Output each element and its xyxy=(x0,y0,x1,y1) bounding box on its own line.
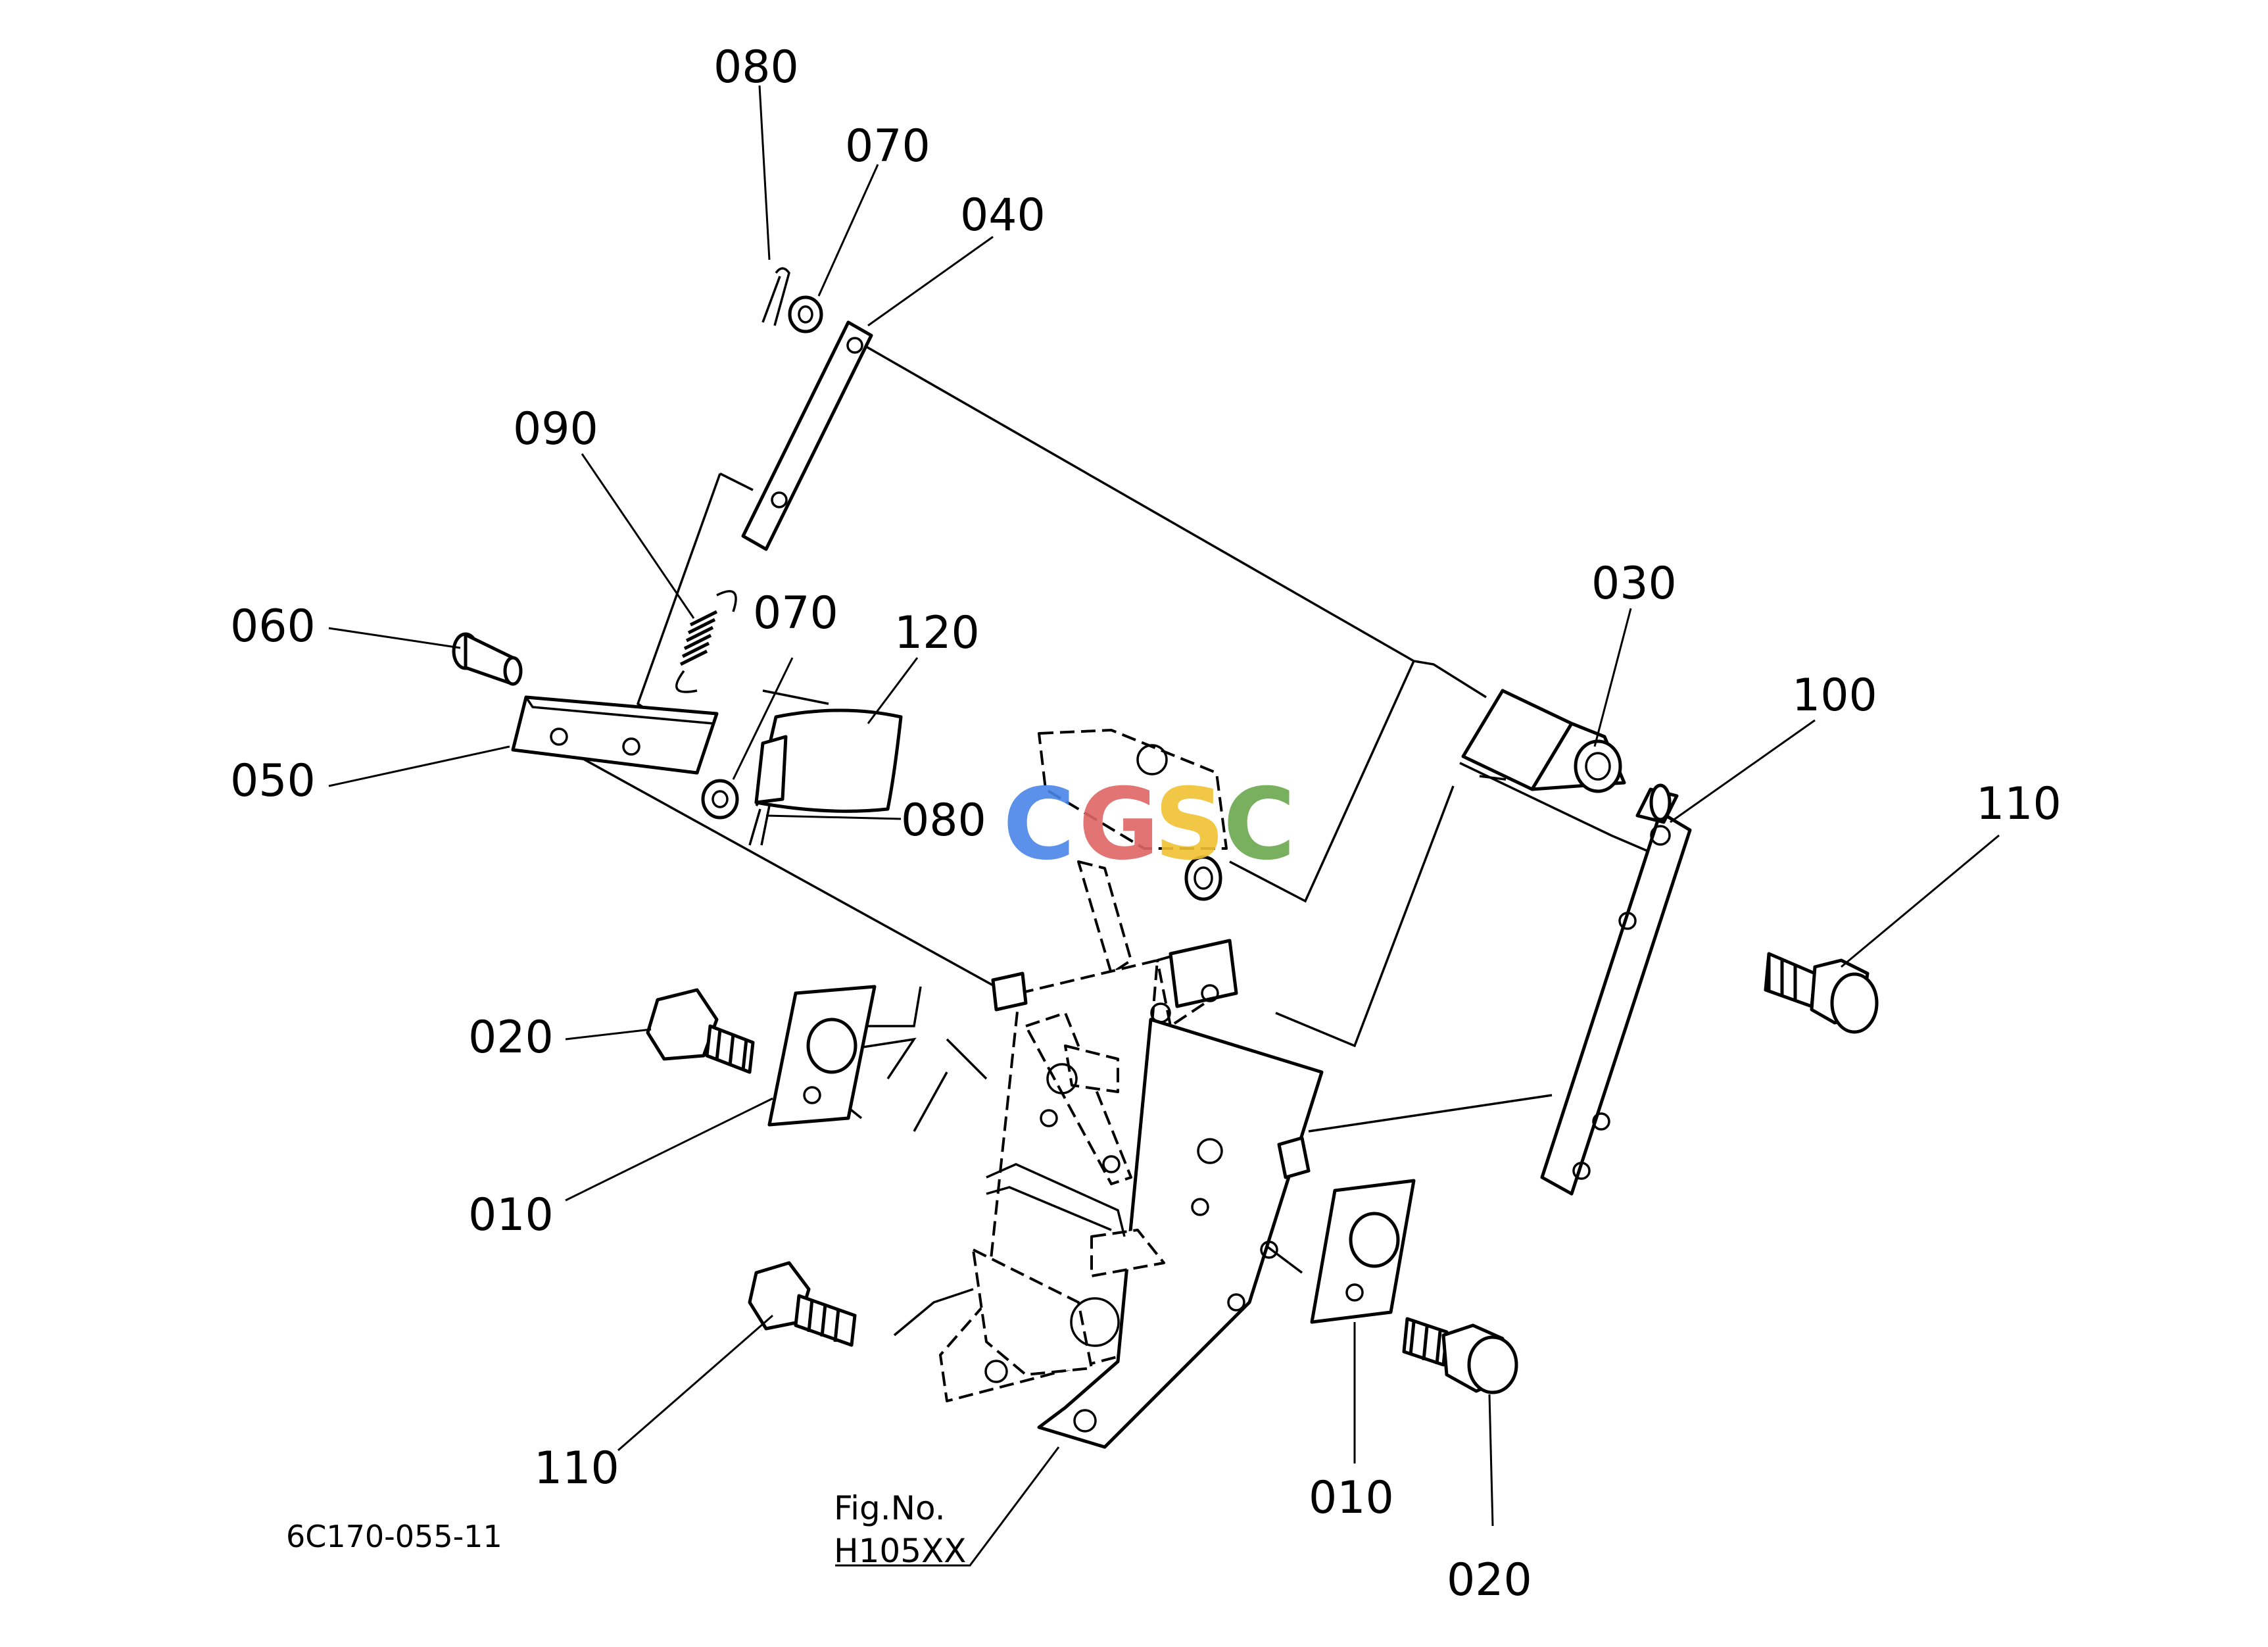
callout-100: 100 xyxy=(1792,670,1877,722)
lever-050 xyxy=(511,695,719,775)
callout-010-left: 010 xyxy=(468,1189,554,1241)
watermark-letter-1: C xyxy=(1003,768,1075,882)
figure-number: H105XX xyxy=(834,1532,967,1570)
cgsc-watermark-logo: C G S C xyxy=(1003,768,1295,882)
watermark-letter-4: C xyxy=(1223,768,1295,882)
leader-lines xyxy=(328,85,2000,1567)
bolt-020-left xyxy=(646,988,755,1074)
washer-070-middle xyxy=(701,779,739,820)
drawing-number: 6C170-055-11 xyxy=(286,1519,502,1554)
callout-020-right: 020 xyxy=(1447,1554,1532,1606)
callout-080-middle: 080 xyxy=(901,795,986,847)
cotter-pin-080-middle xyxy=(748,800,771,846)
callout-040: 040 xyxy=(960,189,1046,241)
callout-labels: 080 070 040 090 060 070 120 050 080 030 … xyxy=(230,41,2062,1606)
callout-050: 050 xyxy=(230,755,316,807)
bolt-020-right xyxy=(1402,1317,1518,1394)
figure-label: Fig.No. xyxy=(834,1489,946,1527)
plate-010-left xyxy=(767,985,877,1127)
callout-120: 120 xyxy=(894,607,980,659)
pin-060 xyxy=(452,632,523,686)
cotter-pin-080-top xyxy=(761,267,790,326)
callout-110-right: 110 xyxy=(1976,778,2062,830)
callout-030: 030 xyxy=(1591,558,1677,610)
washer-070-top xyxy=(788,295,823,333)
callout-060: 060 xyxy=(230,601,316,652)
callout-110-lower: 110 xyxy=(534,1442,619,1494)
callout-070-top: 070 xyxy=(845,120,930,172)
spring-090 xyxy=(675,590,737,693)
callout-020-left: 020 xyxy=(468,1012,554,1064)
link-rod-040 xyxy=(741,320,873,551)
watermark-letter-3: S xyxy=(1154,768,1225,882)
callout-070-middle: 070 xyxy=(753,587,838,639)
pedal-arm-100 xyxy=(1540,783,1692,1196)
bolt-110-right xyxy=(1764,952,1879,1034)
bushing xyxy=(1184,855,1222,901)
callout-010-right: 010 xyxy=(1309,1472,1394,1524)
callout-090: 090 xyxy=(513,403,598,455)
bolt-110-lower xyxy=(748,1261,857,1347)
plate-010-right xyxy=(1310,1179,1416,1324)
pedal-pad-120 xyxy=(754,708,903,813)
main-bracket xyxy=(939,729,1324,1449)
watermark-letter-2: G xyxy=(1078,768,1159,882)
callout-080-top: 080 xyxy=(713,41,799,93)
pivot-arm-030 xyxy=(1461,689,1626,793)
